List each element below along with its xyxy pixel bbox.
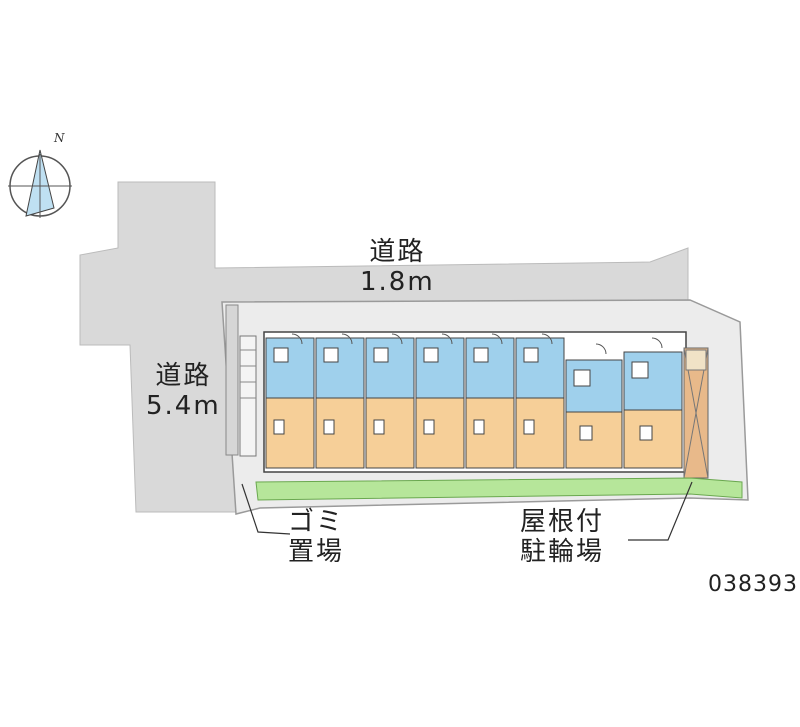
bicycle-leader-line: [628, 481, 693, 541]
road-top-label: 道路 1.8m: [360, 237, 435, 298]
garbage-line2: 置場: [288, 536, 345, 567]
unit-7: [565, 359, 623, 469]
units: [265, 337, 683, 469]
garbage-line1: ゴミ: [288, 507, 345, 537]
garbage-area: [239, 335, 257, 457]
property-id: 038393: [708, 572, 798, 597]
unit-8: [623, 351, 683, 469]
garbage-leader-line: [241, 483, 291, 535]
unit-2: [315, 337, 365, 469]
green-strip: [255, 477, 743, 501]
road-top-width: 1.8m: [360, 266, 435, 297]
bicycle-parking: [683, 347, 709, 479]
garbage-callout: ゴミ 置場: [288, 507, 345, 568]
north-label: N: [53, 131, 65, 145]
bicycle-line2: 駐輪場: [520, 536, 605, 567]
left-fence: [225, 304, 239, 456]
unit-4: [415, 337, 465, 469]
door-arcs: [291, 333, 663, 355]
north-arrow-icon: N: [8, 131, 72, 218]
unit-5: [465, 337, 515, 469]
unit-3: [365, 337, 415, 469]
road-top-name: 道路: [369, 237, 426, 267]
unit-1: [265, 337, 315, 469]
unit-6: [515, 337, 565, 469]
bicycle-callout: 屋根付 駐輪場: [520, 507, 605, 568]
road-left-label: 道路 5.4m: [146, 361, 221, 422]
bicycle-line1: 屋根付: [520, 507, 605, 537]
road-left-width: 5.4m: [146, 390, 221, 421]
road-left-name: 道路: [155, 361, 212, 391]
